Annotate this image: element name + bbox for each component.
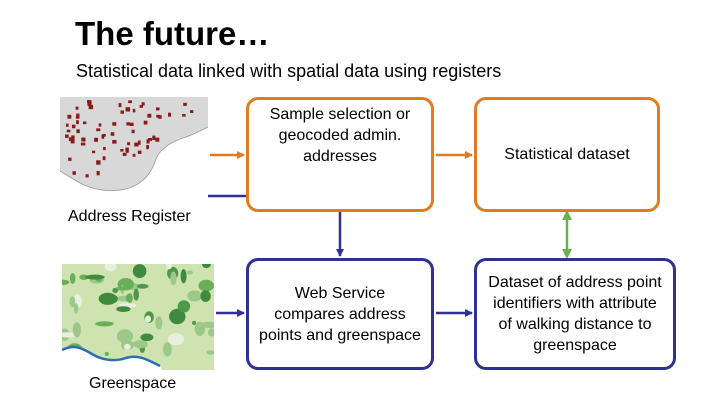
address-point-dataset-text: Dataset of address point identifiers wit… [488,274,662,354]
web-service-box: Web Service compares address points and … [246,258,434,370]
statistical-dataset-box: Statistical dataset [474,97,660,212]
sample-selection-text: Sample selection or geocoded admin. addr… [269,106,411,165]
address-register-label: Address Register [68,208,191,225]
greenspace-map-icon [62,264,214,370]
statistical-dataset-text: Statistical dataset [504,146,630,163]
page-title: The future… [75,15,270,52]
page-subtitle: Statistical data linked with spatial dat… [76,61,502,81]
sample-selection-box: Sample selection or geocoded admin. addr… [246,97,434,212]
web-service-text: Web Service compares address points and … [259,284,421,344]
greenspace-label: Greenspace [89,375,177,392]
address-map-icon [60,97,208,200]
address-point-dataset-box: Dataset of address point identifiers wit… [474,258,676,370]
